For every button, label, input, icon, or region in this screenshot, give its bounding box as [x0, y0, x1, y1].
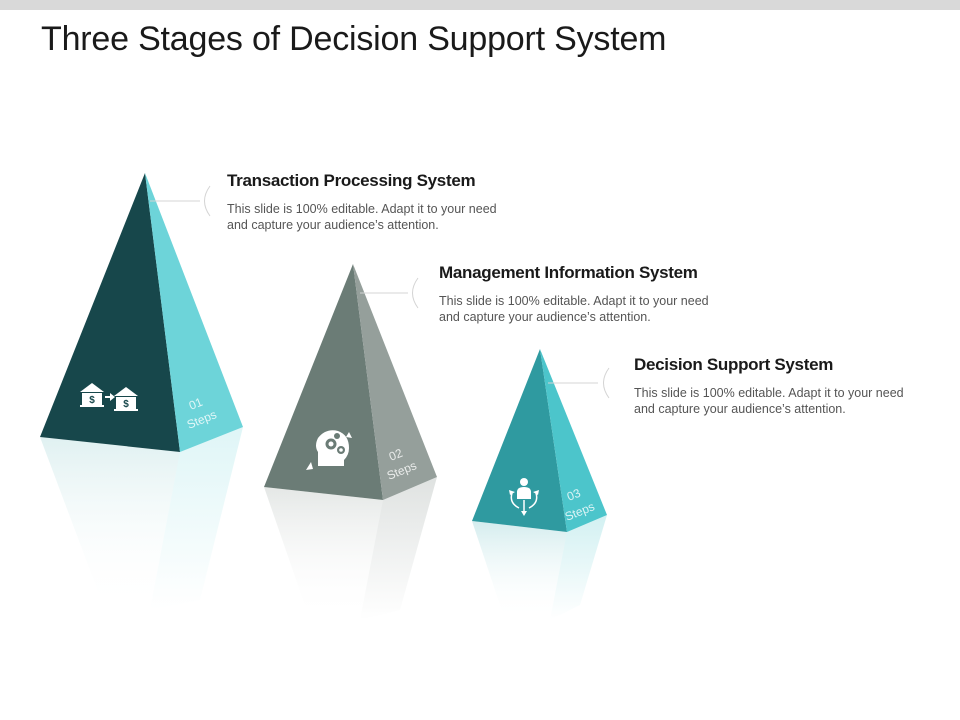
stage-2-description: This slide is 100% editable. Adapt it to…	[439, 294, 709, 324]
pyramid-3-connector	[548, 367, 610, 399]
pyramid-1-light-face	[145, 173, 243, 452]
pyramid-1-reflection-left	[40, 437, 180, 610]
person-directions-icon	[509, 478, 539, 516]
pyramid-3-step-number: 03	[565, 486, 583, 504]
pyramid-1: $ $ 01 Steps	[40, 173, 243, 610]
pyramid-3-light-face	[540, 349, 607, 532]
stage-3-text: Decision Support System This slide is 10…	[634, 355, 919, 417]
pyramid-3-reflection-right	[550, 515, 607, 620]
pyramid-3-reflection-left	[472, 521, 567, 620]
pyramid-3: 03 Steps	[472, 349, 610, 620]
pyramid-1-step-number: 01	[187, 395, 205, 413]
pyramid-2-step-number: 02	[387, 446, 405, 464]
stage-1-text: Transaction Processing System This slide…	[227, 171, 512, 233]
pyramid-1-reflection-right	[150, 427, 243, 610]
slide-title: Three Stages of Decision Support System	[41, 20, 667, 58]
pyramid-2-connector	[360, 277, 419, 309]
svg-text:$: $	[123, 399, 129, 410]
stage-1-heading: Transaction Processing System	[227, 171, 476, 190]
head-gears-icon	[306, 430, 352, 470]
bank-transfer-icon: $ $	[80, 383, 138, 411]
pyramid-2-dark-face	[264, 264, 383, 500]
pyramid-3-dark-face	[472, 349, 567, 532]
stage-2-text: Management Information System This slide…	[439, 263, 724, 325]
pyramid-2-reflection-right	[360, 477, 437, 620]
svg-text:$: $	[89, 395, 95, 406]
stage-3-heading: Decision Support System	[634, 355, 834, 374]
pyramid-1-dark-face	[40, 173, 180, 452]
stage-3-description: This slide is 100% editable. Adapt it to…	[634, 386, 904, 416]
pyramid-2-light-face	[353, 264, 437, 500]
stage-1-description: This slide is 100% editable. Adapt it to…	[227, 202, 497, 232]
stage-2-heading: Management Information System	[439, 263, 698, 282]
top-bar	[0, 0, 960, 10]
pyramid-2: 02 Steps	[264, 264, 437, 620]
pyramid-2-reflection-left	[264, 487, 383, 620]
pyramid-1-connector	[150, 185, 211, 217]
